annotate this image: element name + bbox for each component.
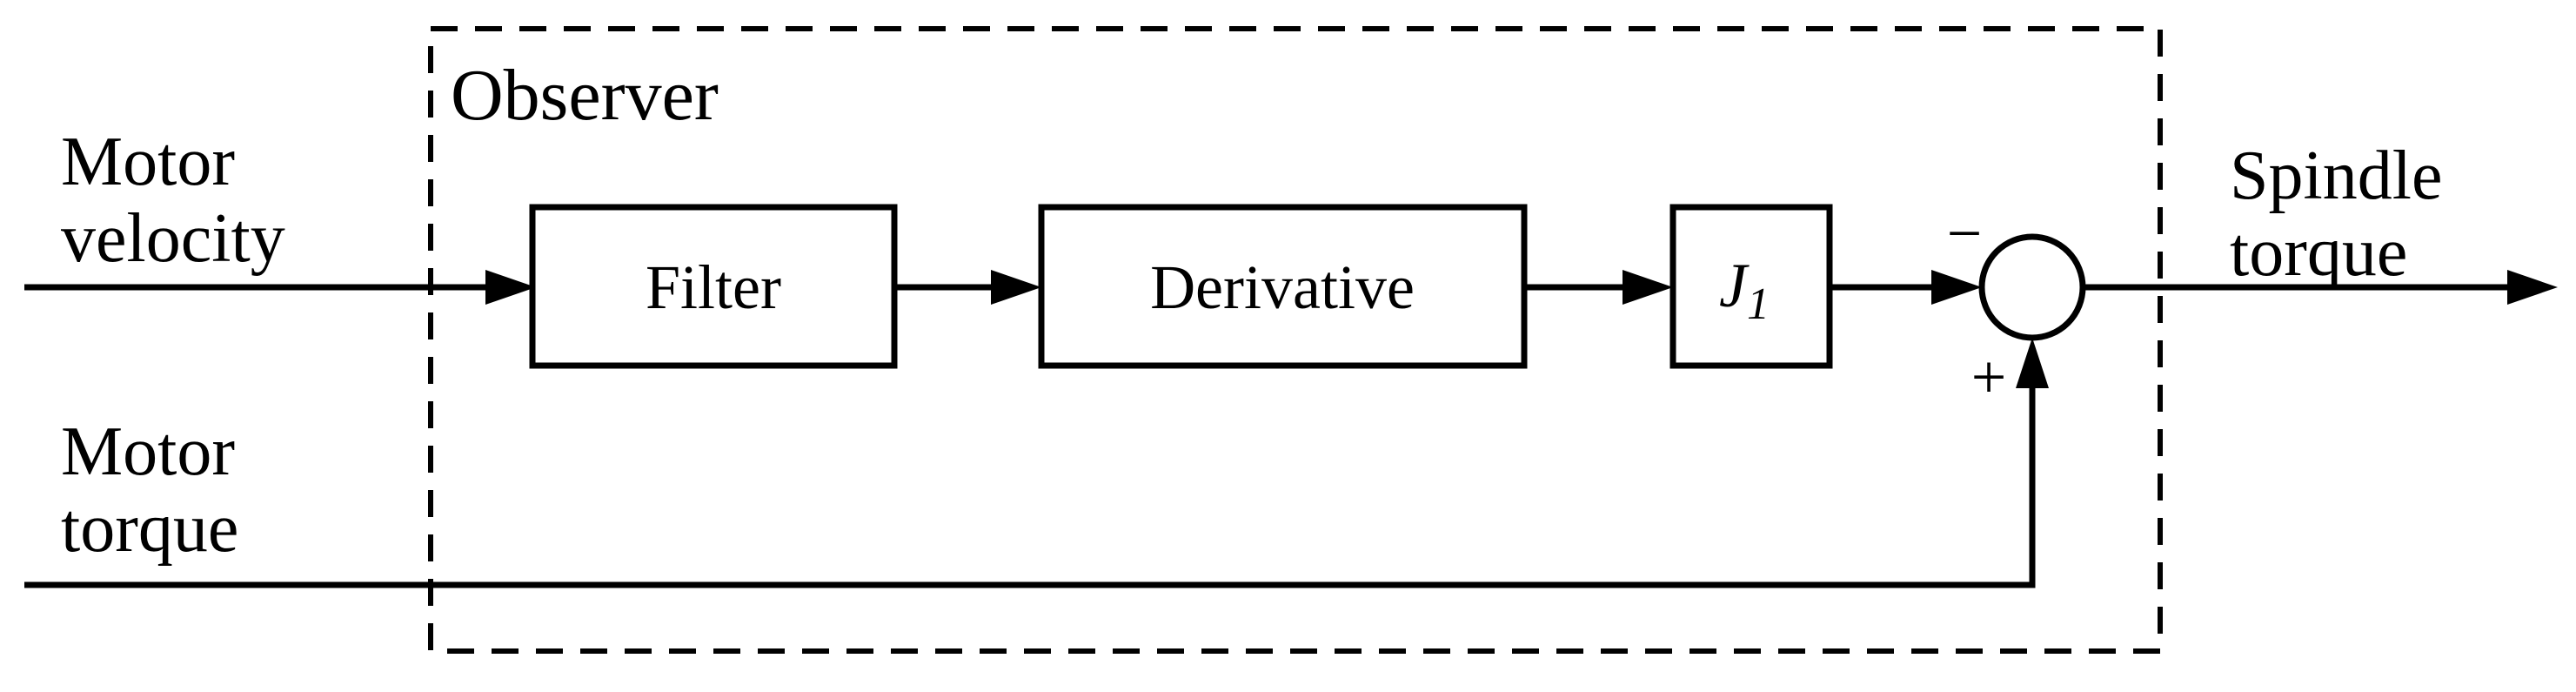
motor-velocity-label-line2: velocity: [61, 200, 285, 277]
motor-torque-label-line2: torque: [61, 490, 238, 567]
arrowhead-into-sum-bottom: [2016, 338, 2049, 388]
derivative-block: [1038, 204, 1528, 369]
j1-label-main: J: [1719, 251, 1750, 320]
motor-torque-signal-line: [24, 386, 2036, 588]
spindle-torque-label-line1: Spindle: [2230, 138, 2442, 214]
arrowhead-into-j1: [1623, 270, 1673, 305]
motor-torque-label-line1: Motor: [61, 413, 235, 490]
observer-title: Observer: [451, 55, 719, 136]
spindle-torque-label-line2: torque: [2230, 214, 2407, 291]
derivative-block-label: Derivative: [1150, 252, 1415, 322]
arrowhead-into-derivative: [991, 270, 1041, 305]
output-arrowhead: [2507, 270, 2558, 305]
j1-label-subscript: 1: [1747, 279, 1770, 329]
arrowhead-into-filter: [485, 270, 536, 305]
arrowhead-into-sum: [1931, 270, 1982, 305]
motor-velocity-label-line1: Motor: [61, 124, 235, 200]
sum-plus-sign: +: [1971, 342, 2007, 412]
j1-block-label: J1: [1719, 251, 1770, 329]
observer-dashed-boundary: [428, 26, 2163, 654]
sum-minus-sign: −: [1947, 198, 1983, 268]
j1-block: [1669, 204, 1833, 369]
filter-block-label: Filter: [646, 252, 781, 322]
summing-junction-circle: [1978, 233, 2086, 341]
